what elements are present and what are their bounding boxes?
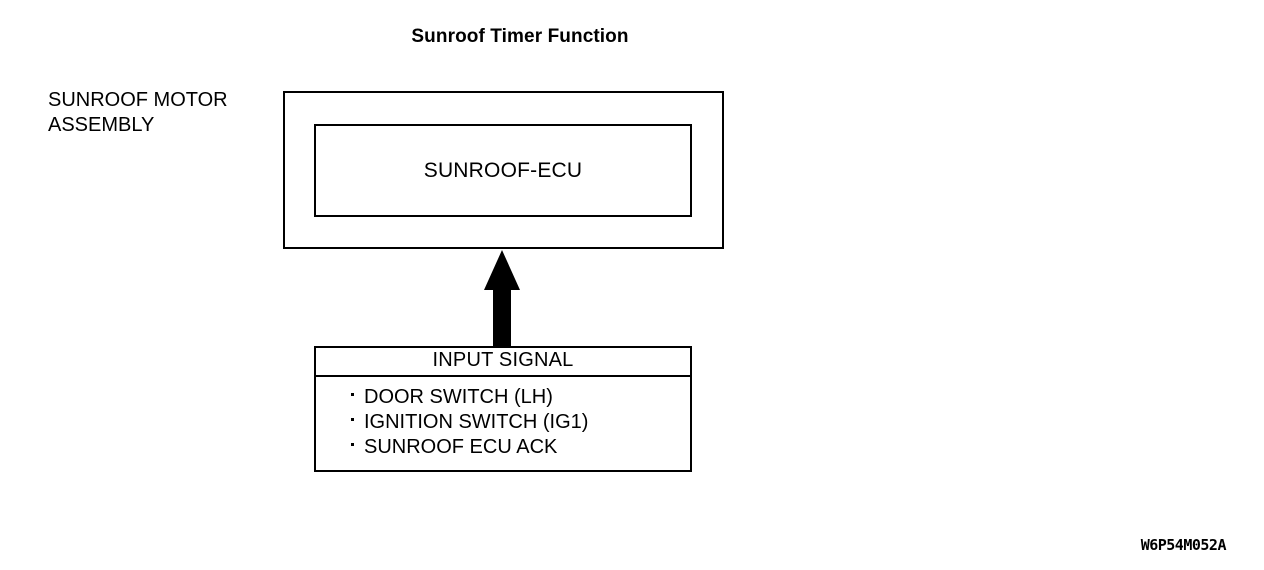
input-signal-header-label: INPUT SIGNAL: [432, 349, 574, 371]
input-signal-list: DOOR SWITCH (LH) IGNITION SWITCH (IG1) S…: [316, 377, 690, 460]
list-item-label: SUNROOF ECU ACK: [364, 436, 558, 458]
sunroof-ecu-label: SUNROOF-ECU: [423, 158, 583, 182]
list-item: IGNITION SWITCH (IG1): [316, 410, 690, 435]
sunroof-motor-assembly-label: SUNROOF MOTOR ASSEMBLY: [48, 88, 228, 138]
sunroof-ecu-box: SUNROOF-ECU: [314, 124, 692, 217]
bullet-dot-icon: [351, 418, 354, 421]
assembly-label-line-2: ASSEMBLY: [48, 114, 155, 136]
page-title: Sunroof Timer Function: [411, 26, 629, 47]
bullet-dot-icon: [351, 393, 354, 396]
input-signal-box: INPUT SIGNAL DOOR SWITCH (LH) IGNITION S…: [314, 346, 692, 472]
input-signal-arrow-icon: [484, 250, 520, 348]
bullet-dot-icon: [351, 443, 354, 446]
list-item: DOOR SWITCH (LH): [316, 385, 690, 410]
input-signal-header: INPUT SIGNAL: [316, 348, 690, 377]
list-item: SUNROOF ECU ACK: [316, 435, 690, 460]
list-item-label: IGNITION SWITCH (IG1): [364, 411, 589, 433]
assembly-label-line-1: SUNROOF MOTOR: [48, 89, 228, 111]
list-item-label: DOOR SWITCH (LH): [364, 386, 553, 408]
figure-reference-code: W6P54M052A: [1140, 536, 1227, 554]
